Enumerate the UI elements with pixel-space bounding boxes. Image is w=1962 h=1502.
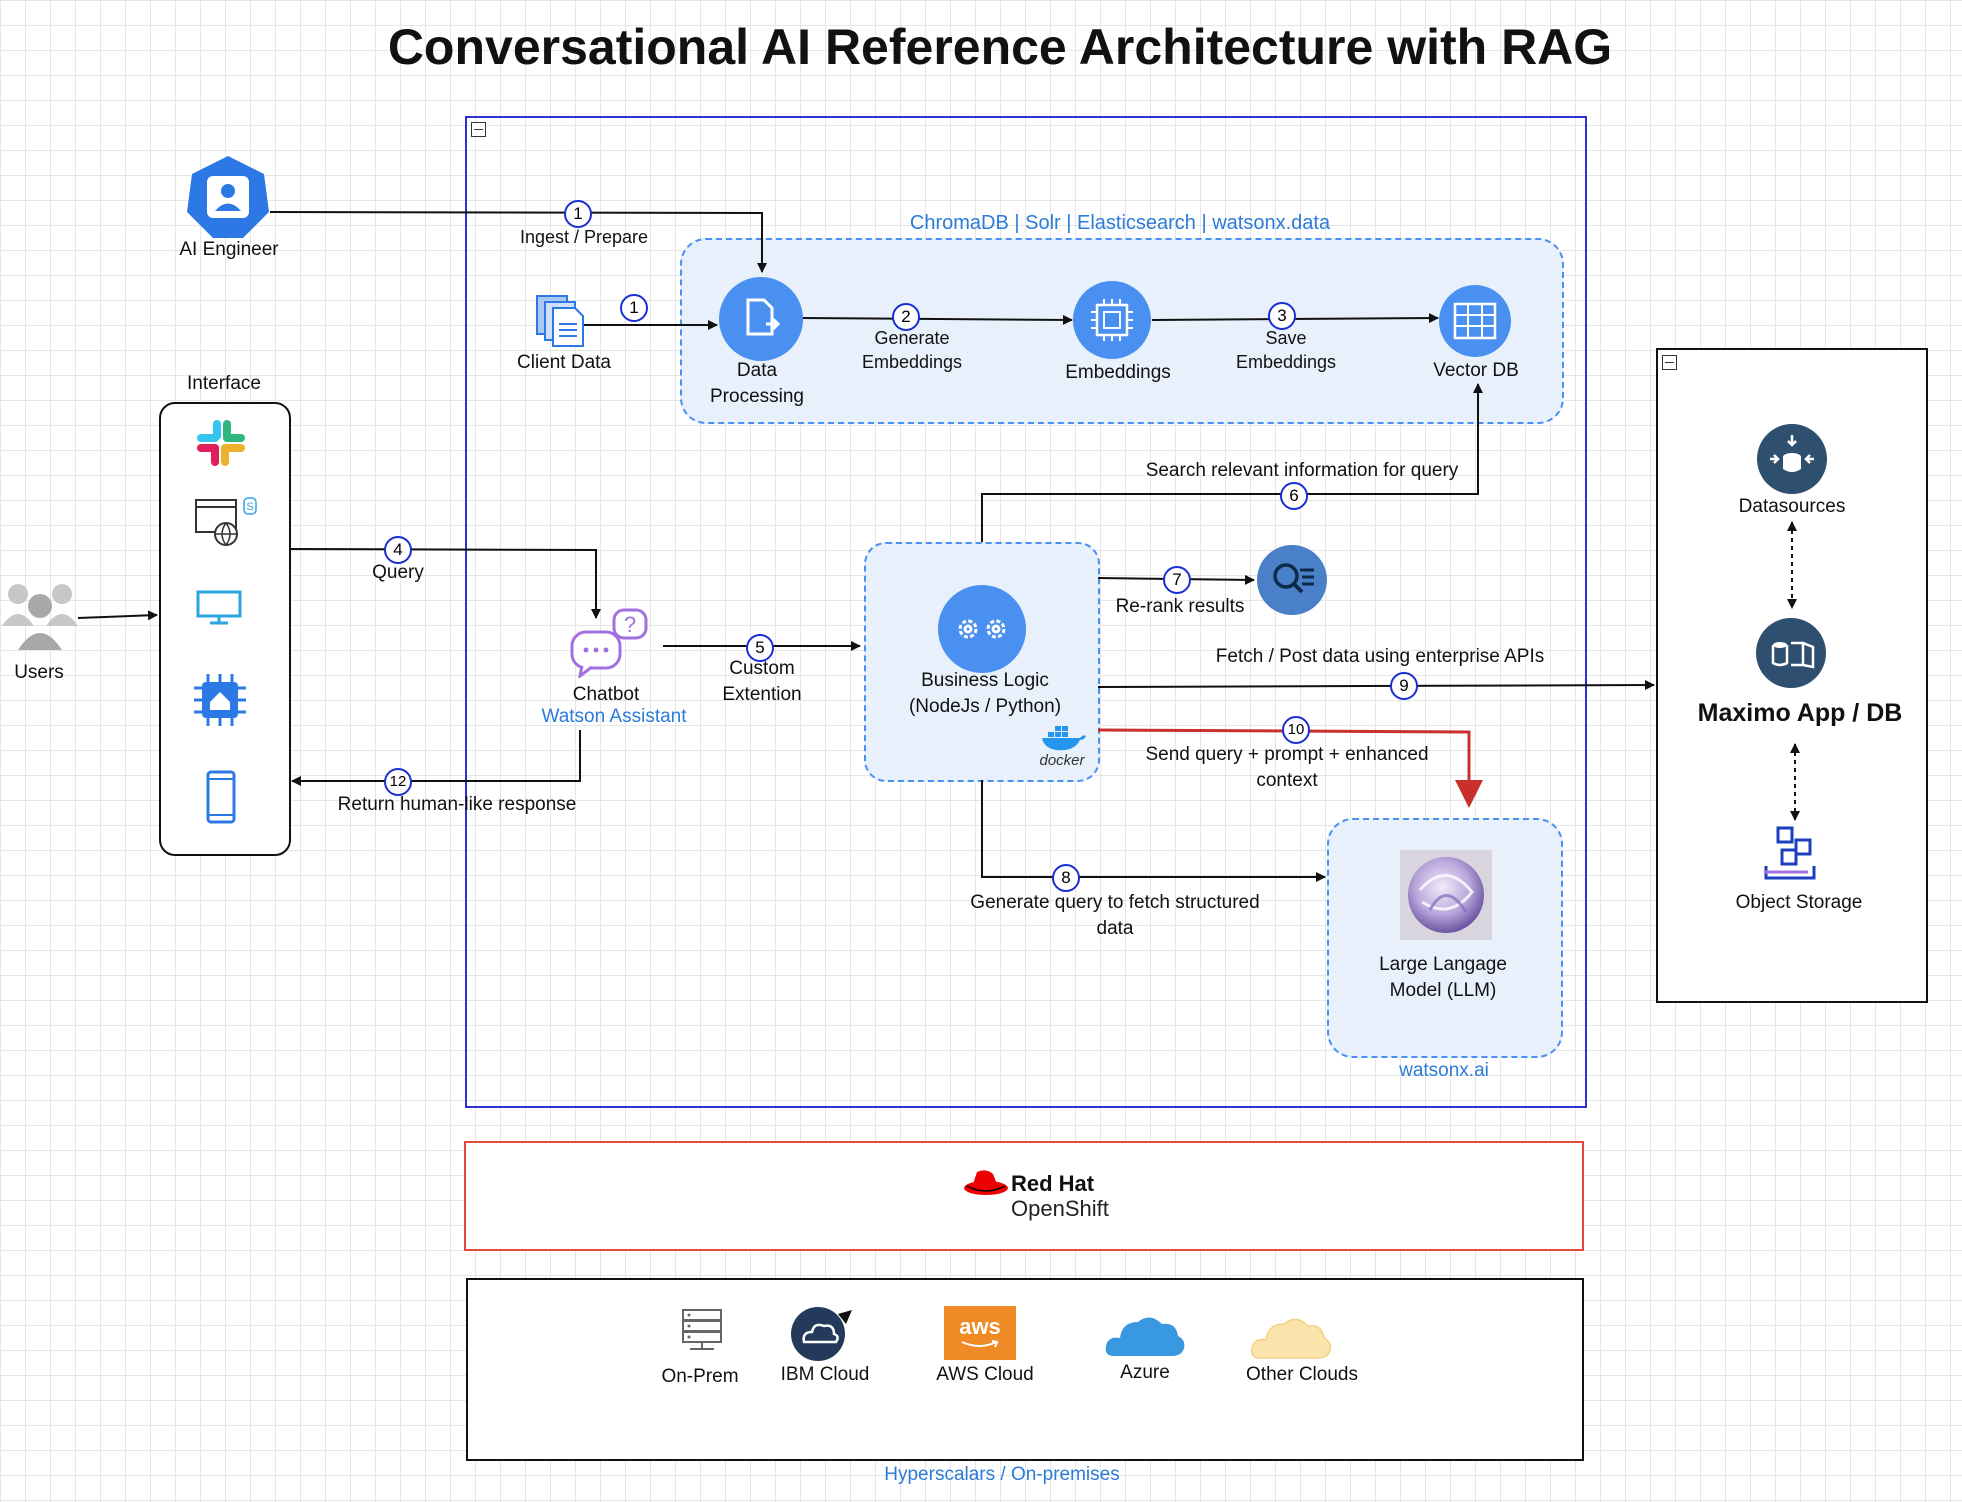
step-3-label: Save Embeddings [1235, 328, 1337, 373]
docker-icon [1042, 726, 1086, 751]
step-9-badge: 9 [1390, 672, 1418, 700]
vector-db-icon[interactable] [1438, 284, 1512, 358]
datasources-label: Datasources [1738, 496, 1846, 517]
interface-panel [159, 402, 291, 856]
business-logic-label: Business Logic (NodeJs / Python) [908, 670, 1062, 717]
web-chat-icon[interactable]: S [194, 496, 258, 548]
users-label: Users [14, 662, 64, 683]
azure-cloud-icon [1105, 1317, 1185, 1356]
redhat-label: Red Hat [1011, 1171, 1095, 1196]
chatbot-label: Chatbot [572, 684, 640, 705]
step-8-label: Generate query to fetch structured data [970, 892, 1260, 939]
other-clouds-label: Other Clouds [1246, 1364, 1358, 1385]
business-logic-gear-icon[interactable] [937, 584, 1027, 674]
step-2-label: Generate Embeddings [861, 328, 963, 373]
data-processing-label: Data Processing [710, 360, 804, 407]
other-clouds-icon [1250, 1318, 1332, 1359]
object-storage-icon[interactable] [1762, 826, 1818, 882]
step-4-badge: 4 [384, 536, 412, 564]
collapse-enterprise-icon[interactable] [1662, 355, 1677, 370]
step-6-label: Search relevant information for query [1145, 460, 1459, 481]
redhat-logo-icon [964, 1170, 1008, 1195]
maximo-label: Maximo App / DB [1697, 699, 1903, 727]
ai-engineer-icon[interactable] [185, 154, 271, 240]
interface-label: Interface [187, 373, 261, 394]
watsonx-ai-label: watsonx.ai [1399, 1060, 1489, 1081]
llm-label: Large Langage Model (LLM) [1379, 954, 1507, 1001]
vector-group-caption: ChromaDB | Solr | Elasticsearch | watson… [909, 212, 1331, 234]
ai-engineer-label: AI Engineer [179, 239, 279, 260]
aws-logo-text: aws [959, 1314, 1001, 1339]
watson-assistant-label: Watson Assistant [541, 706, 687, 727]
step-5-badge: 5 [746, 634, 774, 662]
azure-label: Azure [1120, 1362, 1170, 1383]
step-8-badge: 8 [1052, 864, 1080, 892]
hosting-frame [466, 1278, 1584, 1461]
svg-text:?: ? [624, 612, 636, 637]
step-1-badge: 1 [564, 200, 592, 228]
client-data-label: Client Data [517, 352, 611, 373]
step-10-label: Send query + prompt + enhanced context [1145, 744, 1429, 791]
step-3-badge: 3 [1268, 302, 1296, 330]
step-2-badge: 2 [892, 303, 920, 331]
ibm-cloud-icon [791, 1307, 852, 1361]
data-processing-icon[interactable] [718, 276, 804, 362]
line-structured-query [981, 780, 1326, 882]
line-users-interface [77, 610, 158, 621]
collapse-main-icon[interactable] [471, 122, 486, 137]
step-7-badge: 7 [1163, 566, 1191, 594]
hosting-caption: Hyperscalars / On-premises [884, 1464, 1120, 1485]
vector-db-label: Vector DB [1433, 360, 1519, 381]
line-generate-embeddings [801, 314, 1073, 325]
object-storage-label: Object Storage [1735, 892, 1863, 913]
mobile-icon[interactable] [206, 770, 236, 824]
step-4-label: Query [372, 562, 424, 583]
datasources-icon[interactable] [1756, 423, 1828, 495]
chatbot-icon[interactable]: ? [570, 606, 650, 678]
main-architecture-frame [465, 116, 1587, 1108]
aws-logo-icon: aws [944, 1306, 1016, 1360]
openshift-label: OpenShift [1011, 1196, 1109, 1221]
maximo-db-icon[interactable] [1755, 617, 1827, 689]
svg-text:S: S [246, 501, 253, 513]
step-9-label: Fetch / Post data using enterprise APIs [1215, 646, 1545, 667]
step-5-label: Custom Extention [722, 658, 802, 705]
line-ingest [269, 211, 767, 273]
embeddings-icon[interactable] [1072, 280, 1152, 360]
users-icon[interactable] [0, 576, 80, 654]
step-7-label: Re-rank results [1115, 596, 1245, 617]
step-6-badge: 6 [1280, 482, 1308, 510]
line-search [981, 383, 1483, 542]
on-prem-server-icon [682, 1309, 722, 1350]
embeddings-label: Embeddings [1065, 362, 1171, 383]
iot-device-icon[interactable] [192, 672, 248, 728]
rerank-search-icon[interactable] [1256, 544, 1328, 616]
client-data-icon[interactable] [535, 294, 587, 348]
docker-label: docker [1039, 752, 1085, 769]
page-title: Conversational AI Reference Architecture… [387, 19, 1613, 75]
line-response [291, 730, 581, 786]
line-send-prompt [1097, 728, 1483, 808]
step-1-label: Ingest / Prepare [519, 227, 649, 247]
desktop-icon[interactable] [196, 590, 242, 626]
step-12-badge: 12 [384, 768, 412, 796]
ibm-cloud-label: IBM Cloud [780, 1364, 870, 1385]
openshift-frame [464, 1141, 1584, 1251]
aws-cloud-label: AWS Cloud [936, 1364, 1034, 1385]
on-prem-label: On-Prem [661, 1366, 739, 1387]
step-12-label: Return human-like response [337, 794, 577, 815]
slack-icon[interactable] [195, 418, 247, 468]
llm-icon[interactable] [1400, 850, 1492, 940]
step-10-badge: 10 [1282, 716, 1310, 744]
step-1b-badge: 1 [620, 294, 648, 322]
line-enterprise-api [1097, 680, 1655, 691]
